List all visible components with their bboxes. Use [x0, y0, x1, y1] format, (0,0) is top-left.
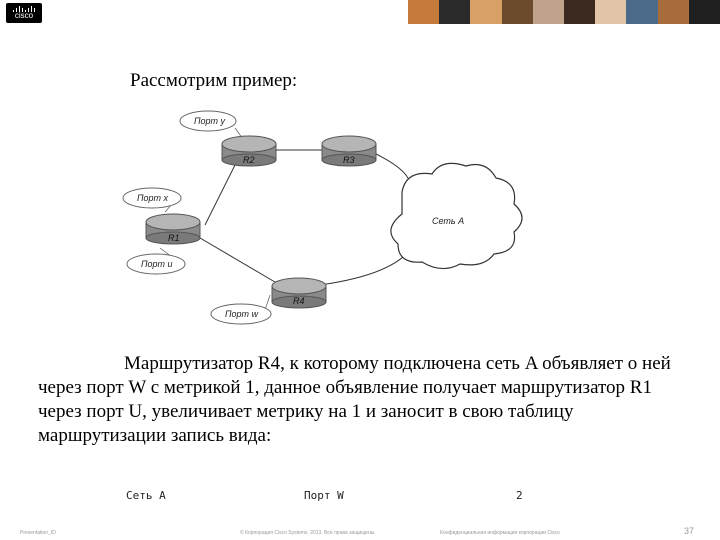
- header-banner: cisco: [0, 0, 720, 24]
- header-photo: [439, 0, 471, 24]
- link-r1-r2: [204, 154, 241, 226]
- record-metric: 2: [516, 489, 523, 502]
- link-r4-cloud: [319, 249, 411, 286]
- header-photo-strip: [408, 0, 720, 24]
- page-number: 37: [684, 526, 695, 536]
- logo-text: cisco: [14, 11, 34, 20]
- router-r1: R1: [145, 213, 201, 245]
- explanation-paragraph: Маршрутизатор R4, к которому подключена …: [38, 352, 678, 448]
- header-photo: [564, 0, 596, 24]
- router-r3: R3: [321, 135, 377, 167]
- record-network: Сеть A: [126, 489, 166, 502]
- footer-confidential: Конфиденциальная информация корпорации C…: [440, 530, 560, 536]
- record-port: Порт W: [304, 489, 344, 502]
- footer-presentation-id: Presentation_ID: [20, 530, 56, 536]
- header-photo: [657, 0, 689, 24]
- cloud-label: Сеть A: [432, 216, 464, 226]
- link-r3-cloud: [371, 151, 411, 186]
- network-a-cloud: [390, 162, 523, 270]
- port-y-bubble: [179, 110, 237, 132]
- port-u-bubble: [126, 253, 186, 275]
- port-u-label: Порт u: [141, 259, 173, 269]
- cisco-bars-icon: [12, 6, 36, 12]
- header-photo: [470, 0, 502, 24]
- header-photo: [501, 0, 533, 24]
- header-photo: [626, 0, 658, 24]
- header-photo: [595, 0, 627, 24]
- port-x-bubble: [122, 187, 182, 209]
- router-r2-label: R2: [243, 155, 255, 165]
- port-w-label: Порт w: [225, 309, 259, 319]
- router-r2: R2: [221, 135, 277, 167]
- header-photo: [408, 0, 440, 24]
- port-x-label: Порт x: [137, 193, 169, 203]
- header-photo: [532, 0, 565, 24]
- port-w-bubble: [210, 303, 272, 325]
- router-r1-label: R1: [168, 233, 180, 243]
- header-photo: [688, 0, 720, 24]
- paragraph-text: Маршрутизатор R4, к которому подключена …: [38, 353, 671, 446]
- slide-title: Рассмотрим пример:: [130, 70, 298, 91]
- router-r4-label: R4: [293, 296, 305, 306]
- network-diagram: Порт y Порт x Порт u Порт w Сеть A R2 R3…: [122, 110, 523, 325]
- cisco-logo: cisco: [6, 3, 42, 23]
- link-r1-r4: [194, 234, 281, 286]
- port-y-label: Порт y: [194, 116, 226, 126]
- router-r3-label: R3: [343, 155, 355, 165]
- router-r4: R4: [271, 277, 327, 309]
- footer-copyright: © Корпорация Cisco Systems, 2013. Все пр…: [240, 530, 376, 536]
